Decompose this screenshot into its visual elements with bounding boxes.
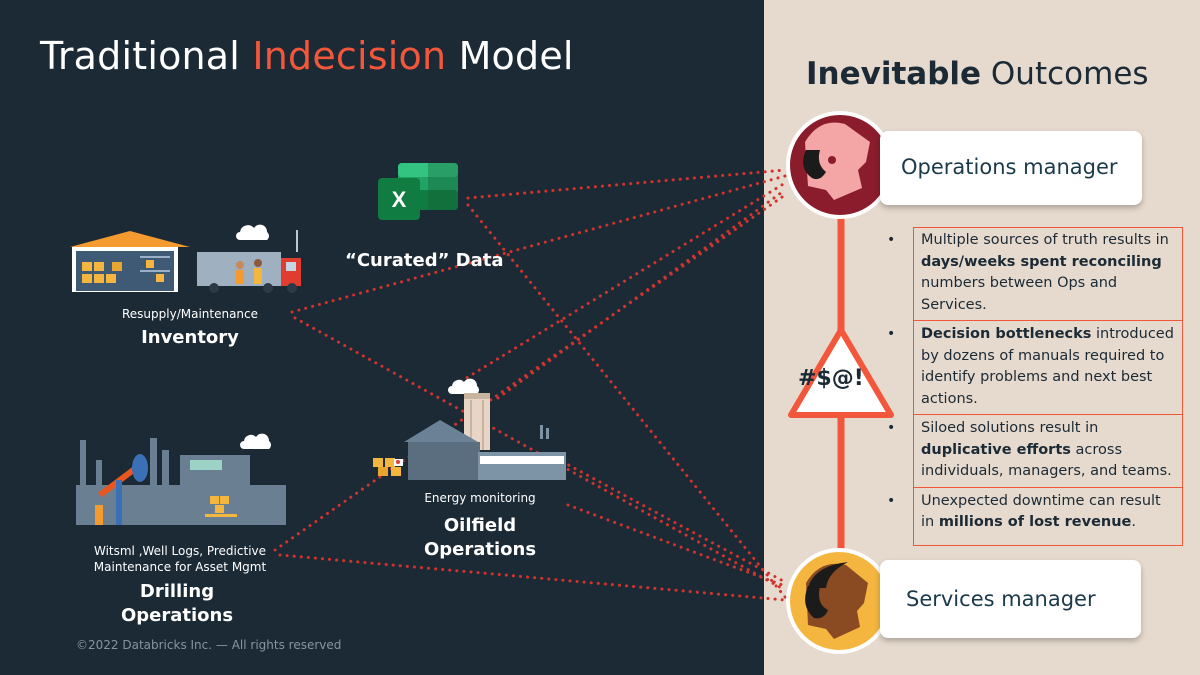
outcome-emphasis: days/weeks spent reconciling <box>921 253 1162 270</box>
bullet-icon: • <box>887 232 896 248</box>
drilling-label-line2: Operations <box>120 605 234 626</box>
connector-lines <box>273 168 787 602</box>
outcome-emphasis: millions of lost revenue <box>938 514 1132 530</box>
truck-icon <box>197 224 301 293</box>
outcome-text: introduced by dozens of manuals required… <box>921 326 1174 407</box>
left-panel <box>0 0 764 675</box>
connector-oilfield-ops-1 <box>453 181 787 387</box>
connector-oilfield-services-2 <box>566 503 787 588</box>
drilling-caption: Witsml ,Well Logs, Predictive Maintenanc… <box>70 543 290 575</box>
copyright-footer: ©2022 Databricks Inc. — All rights reser… <box>76 638 342 652</box>
oilfield-caption: Energy monitoring <box>424 491 536 505</box>
connector-excel-ops <box>466 168 787 200</box>
title-suffix: Model <box>458 34 574 78</box>
outcome-text: numbers between Ops and Services. <box>921 275 1118 313</box>
title-accent: Indecision <box>252 34 447 78</box>
inventory-label: Inventory <box>141 327 239 348</box>
warehouse-icon <box>70 231 190 292</box>
operations-manager-label: Operations manager <box>901 155 1118 179</box>
outcome-item: • Multiple sources of truth results in da… <box>887 227 1183 321</box>
connector-inventory-services <box>293 316 787 592</box>
excel-icon: X <box>378 163 458 220</box>
frustration-symbols: #$@! <box>798 366 864 391</box>
connector-excel-services <box>466 203 787 599</box>
bullet-icon: • <box>887 492 896 509</box>
services-manager-card: Services manager <box>880 560 1141 638</box>
connector-drilling-ops <box>273 193 787 552</box>
inventory-caption: Resupply/Maintenance <box>121 307 259 321</box>
outcome-item: • Siloed solutions result in duplicative … <box>887 415 1183 488</box>
drilling-label-line1: Drilling <box>139 581 215 602</box>
curated-data-label: “Curated” Data <box>345 250 504 271</box>
services-avatar <box>786 548 892 654</box>
page-title: Traditional Indecision Model <box>40 34 574 78</box>
warning-triangle <box>788 327 894 418</box>
oilfield-label: Oilfield Operations <box>400 514 560 562</box>
outcome-item: • Unexpected downtime can result in milli… <box>887 488 1183 538</box>
outcome-text: Unexpected downtime can result in <box>921 492 1161 531</box>
operations-manager-card: Operations manager <box>880 131 1142 205</box>
outcomes-title-rest: Outcomes <box>990 56 1149 92</box>
drilling-caption-line1: Witsml ,Well Logs, Predictive <box>93 544 267 558</box>
connector-drilling-services <box>278 553 787 602</box>
outcomes-list: • Multiple sources of truth results in da… <box>887 227 1183 538</box>
oilfield-label-line1: Oilfield <box>443 515 517 536</box>
oilfield-icon <box>373 378 566 480</box>
bullet-icon: • <box>887 420 896 436</box>
outcomes-title: Inevitable Outcomes <box>806 56 1149 92</box>
outcomes-box <box>913 227 1183 546</box>
outcomes-title-bold: Inevitable <box>806 56 982 92</box>
title-prefix: Traditional <box>40 34 241 78</box>
operations-avatar <box>786 111 894 219</box>
bullet-icon: • <box>887 326 896 342</box>
outcome-text: Multiple sources of truth results in <box>921 232 1169 248</box>
drilling-icon <box>76 433 286 525</box>
connector-oilfield-services <box>548 453 787 584</box>
excel-letter: X <box>392 187 407 212</box>
connector-inventory-ops <box>290 174 787 314</box>
outcome-emphasis: duplicative efforts <box>921 441 1071 458</box>
outcome-text: . <box>1131 514 1137 530</box>
outcome-emphasis: Decision bottlenecks <box>921 326 1092 342</box>
services-manager-label: Services manager <box>906 587 1096 611</box>
drilling-caption-line2: Maintenance for Asset Mgmt <box>93 560 267 574</box>
oilfield-label-line2: Operations <box>423 539 537 560</box>
outcome-text: across individuals, managers, and teams. <box>921 441 1172 480</box>
outcome-item: • Decision bottlenecks introduced by doze… <box>887 321 1183 415</box>
outcome-text: Siloed solutions result in <box>921 420 1099 436</box>
drilling-label: Drilling Operations <box>97 580 257 628</box>
